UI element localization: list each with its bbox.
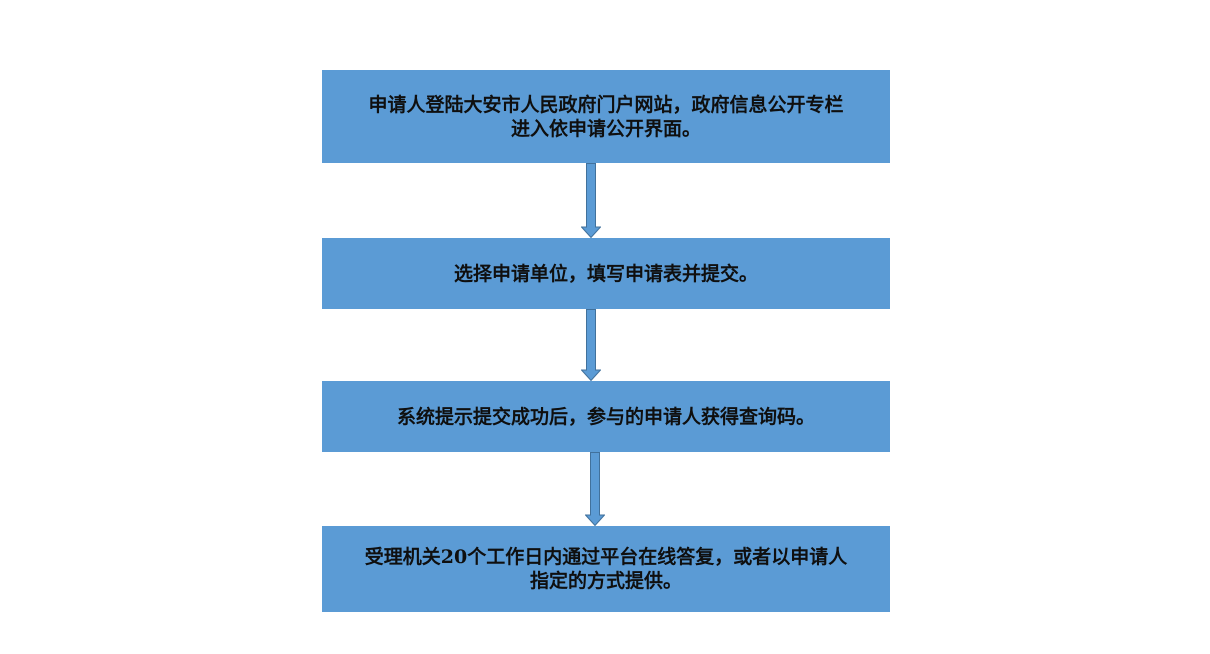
down-arrow-icon <box>585 452 605 526</box>
flow-arrow-2 <box>581 309 601 381</box>
flow-step-3-line-1: 系统提示提交成功后，参与的申请人获得查询码。 <box>396 405 815 428</box>
down-arrow-icon <box>581 163 601 238</box>
flow-step-1: 申请人登陆大安市人民政府门户网站，政府信息公开专栏 进入依申请公开界面。 <box>322 70 890 163</box>
flow-step-3: 系统提示提交成功后，参与的申请人获得查询码。 <box>322 381 890 452</box>
flow-step-4-text: 受理机关20个工作日内通过平台在线答复，或者以申请人 指定的方式提供。 <box>365 545 847 593</box>
flow-step-2-line-1: 选择申请单位，填写申请表并提交。 <box>453 262 758 285</box>
flow-step-1-line-2: 进入依申请公开界面。 <box>510 117 701 140</box>
flow-step-1-line-1: 申请人登陆大安市人民政府门户网站，政府信息公开专栏 <box>368 93 844 116</box>
flow-step-4-line-1: 受理机关20个工作日内通过平台在线答复，或者以申请人 <box>364 546 848 568</box>
flow-step-1-text: 申请人登陆大安市人民政府门户网站，政府信息公开专栏 进入依申请公开界面。 <box>368 93 843 141</box>
flow-step-2: 选择申请单位，填写申请表并提交。 <box>322 238 890 309</box>
flow-step-4: 受理机关20个工作日内通过平台在线答复，或者以申请人 指定的方式提供。 <box>322 526 890 612</box>
flow-arrow-1 <box>581 163 601 238</box>
down-arrow-icon <box>581 309 601 381</box>
flow-arrow-3 <box>585 452 605 526</box>
flow-step-2-text: 选择申请单位，填写申请表并提交。 <box>454 262 758 286</box>
flow-step-4-line-2: 指定的方式提供。 <box>529 570 682 592</box>
flow-step-3-text: 系统提示提交成功后，参与的申请人获得查询码。 <box>397 405 815 429</box>
